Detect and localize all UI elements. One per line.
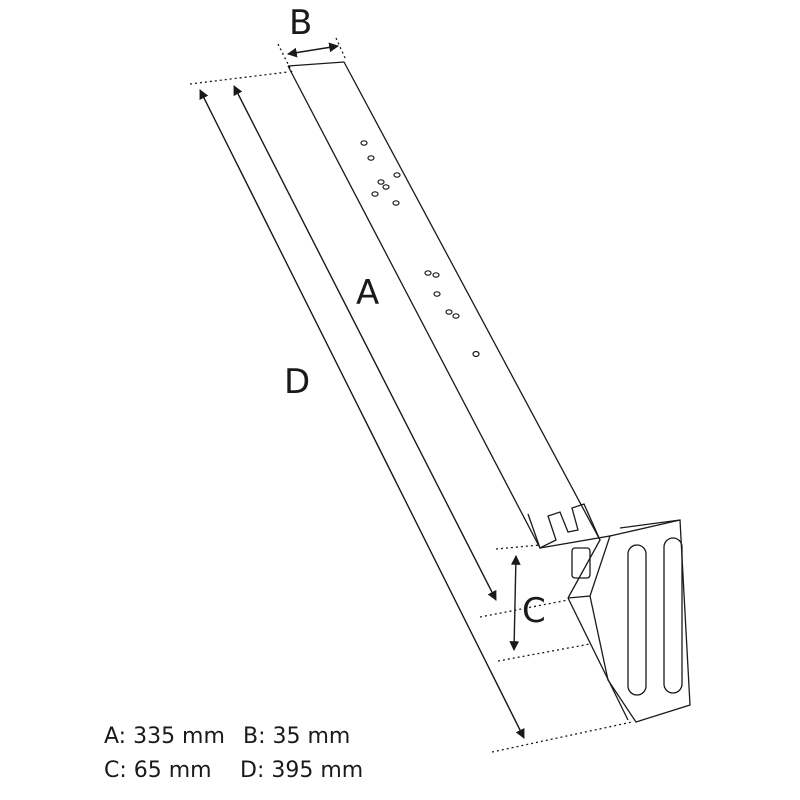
hole: [371, 191, 379, 197]
base-plate-lower: [567, 597, 629, 721]
hole: [445, 309, 453, 315]
ext-line-b-left: [277, 43, 293, 73]
spec-b: B: 35 mm: [243, 724, 351, 749]
hole: [360, 140, 368, 146]
hole: [433, 291, 441, 297]
hole: [393, 172, 401, 178]
ext-line-top: [189, 71, 289, 85]
hole: [367, 155, 375, 161]
bracket-arm: [287, 61, 601, 599]
ext-line-c-top: [495, 544, 541, 550]
arm-slot: [571, 547, 591, 579]
base-slot-left: [627, 544, 647, 696]
label-a: A: [356, 273, 379, 313]
spec-d: D: 395 mm: [240, 758, 364, 783]
base-plate-bend: [619, 519, 681, 529]
dim-a-arrow: [233, 85, 497, 601]
bracket-arm-edge: [287, 65, 541, 549]
spec-a: A: 335 mm: [104, 724, 225, 749]
ext-line-c-bottom: [497, 643, 591, 662]
hole: [392, 200, 400, 206]
ext-line-d-bottom: [491, 721, 633, 753]
base-plate: [589, 519, 691, 723]
arm-notch: [527, 503, 601, 549]
label-c: C: [522, 591, 546, 631]
dim-b-arrow: [287, 42, 339, 58]
label-d: D: [284, 362, 310, 402]
base-foot: [539, 535, 611, 599]
hole: [432, 272, 440, 278]
hole: [424, 270, 432, 276]
arm-holes: [360, 140, 480, 358]
hole: [472, 350, 480, 358]
base-slot-right: [663, 537, 683, 694]
hole: [452, 313, 460, 319]
label-b: B: [289, 3, 312, 43]
dim-c-arrow: [509, 555, 521, 651]
spec-c: C: 65 mm: [104, 758, 212, 783]
ext-line-b-right: [335, 37, 347, 61]
hole: [377, 179, 385, 185]
hole: [382, 184, 390, 190]
dim-d-arrow: [199, 89, 525, 739]
